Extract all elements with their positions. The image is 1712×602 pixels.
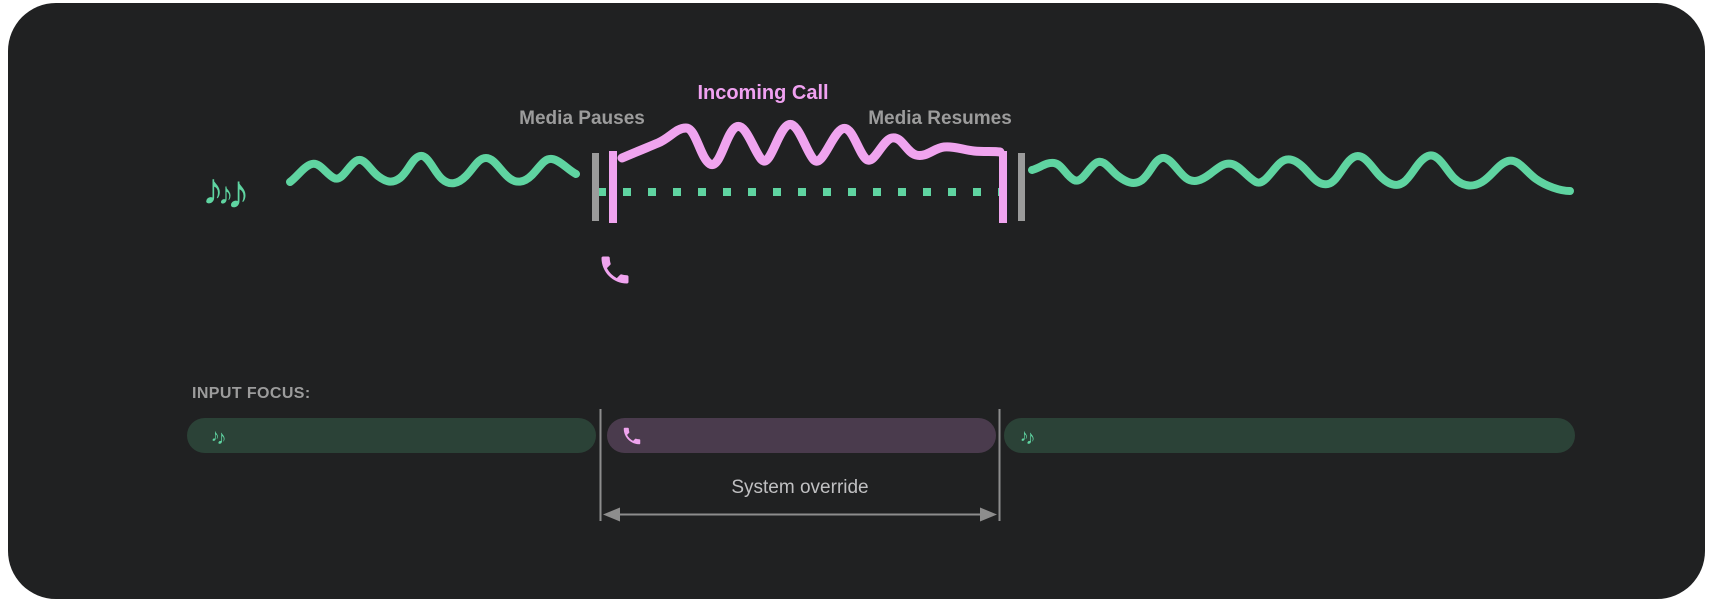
music-notes-icon: ♪ ♪ ♪: [202, 150, 282, 216]
music-notes-icon: ♪ ♪: [211, 425, 227, 449]
override-span-arrow: [603, 507, 997, 522]
focus-segment-media-after: ♪ ♪: [1004, 418, 1575, 453]
media-pauses-label: Media Pauses: [519, 108, 645, 129]
media-resume-marker-gray: [1018, 153, 1025, 221]
music-note-glyph: ♪: [216, 426, 227, 449]
media-resume-marker-pink: [999, 151, 1007, 223]
incoming-call-label: Incoming Call: [697, 82, 829, 104]
call-waveform: [617, 120, 1005, 169]
focus-segment-media-before: ♪ ♪: [187, 418, 596, 453]
dark-panel: [8, 3, 1705, 599]
media-waveform-before: [286, 151, 580, 188]
music-note-glyph: ♪: [218, 176, 234, 211]
music-note-glyph: ♪: [211, 425, 220, 445]
input-focus-heading: INPUT FOCUS:: [192, 385, 311, 402]
focus-segment-call: [607, 418, 996, 453]
media-waveform-after: [1028, 151, 1574, 195]
music-note-glyph: ♪: [226, 165, 251, 218]
phone-icon: [601, 256, 629, 284]
system-override-label: System override: [731, 477, 869, 498]
phone-icon: [623, 427, 641, 444]
music-note-glyph: ♪: [1025, 426, 1036, 449]
music-note-glyph: ♪: [1020, 425, 1029, 445]
media-pause-marker-gray: [592, 153, 599, 221]
music-notes-icon: ♪ ♪: [1020, 425, 1036, 449]
media-resumes-label: Media Resumes: [868, 108, 1012, 129]
music-note-glyph: ♪: [202, 165, 224, 214]
media-pause-marker-pink: [609, 151, 617, 223]
